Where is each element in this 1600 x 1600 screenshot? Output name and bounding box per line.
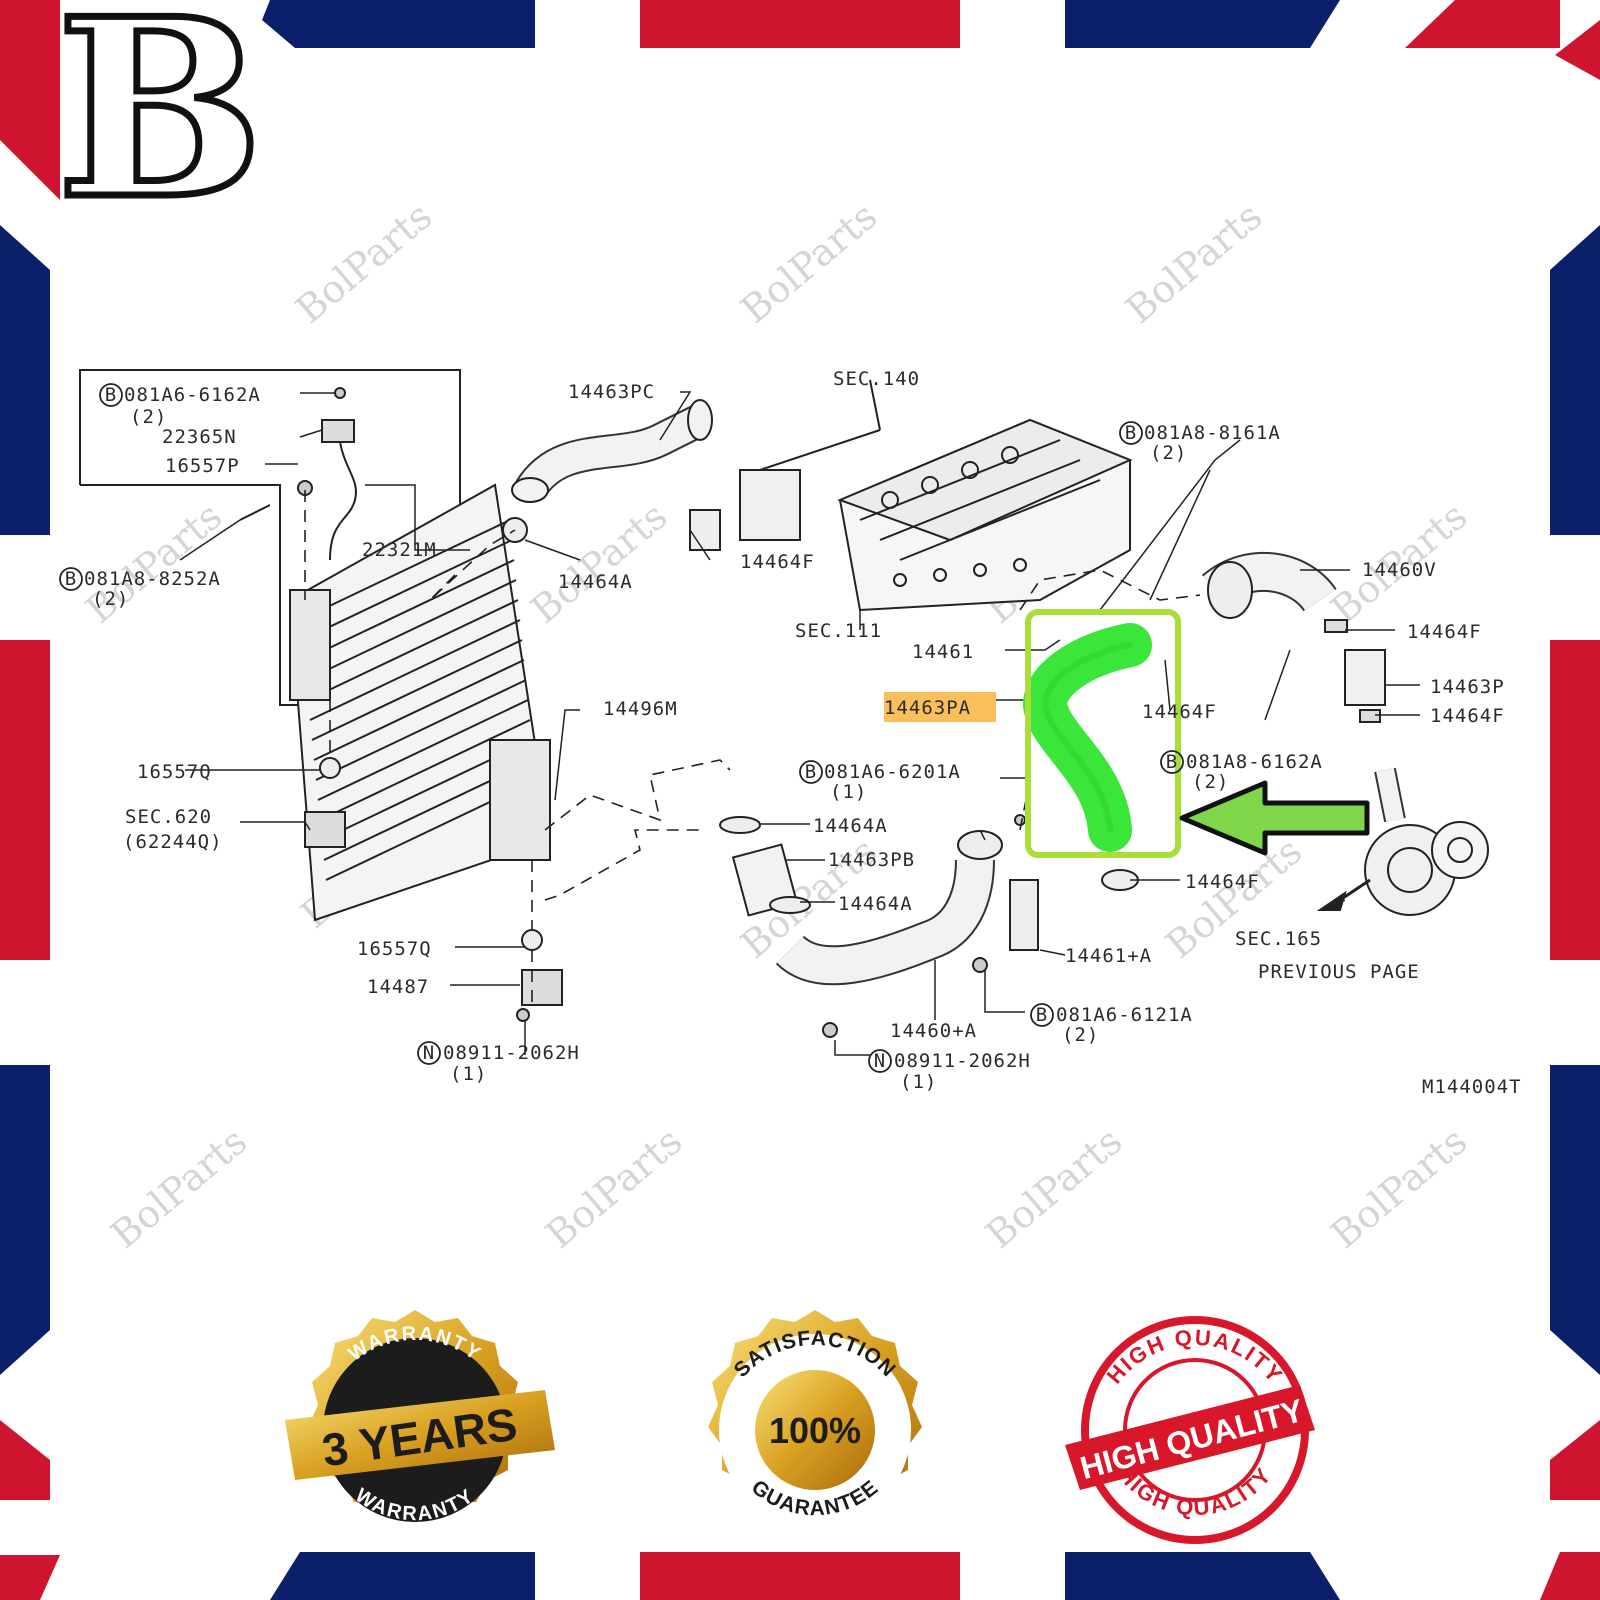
part-number-tag [884, 692, 996, 722]
turbocharger [1364, 767, 1489, 916]
bolt-marker: B [1119, 421, 1143, 445]
svg-text:B: B [1036, 1004, 1048, 1026]
logo-letter: B [56, 0, 263, 253]
label-16557p: 16557P [165, 455, 240, 477]
bolt-marker: B [99, 383, 123, 407]
label-14460v: 14460V [1362, 559, 1437, 581]
intercooler [288, 483, 552, 922]
label-081a8-8161a: 081A8-8161A [1144, 422, 1281, 444]
label-qty: (2) [1150, 442, 1187, 464]
label-14464f: 14464F [1430, 705, 1505, 727]
svg-text:B: B [1166, 751, 1178, 773]
label-081a8-8252a: 081A8-8252A [84, 568, 221, 590]
nut-marker: N [417, 1041, 441, 1065]
label-qty: (2) [1062, 1024, 1099, 1046]
label-qty: (2) [130, 406, 167, 428]
label-sec111: SEC.111 [795, 620, 882, 642]
parts-diagram [79, 369, 1489, 1056]
label-qty: (1) [450, 1063, 487, 1085]
label-08911-2062h: 08911-2062H [443, 1042, 580, 1064]
svg-text:B: B [805, 761, 817, 783]
label-081a6-6201a: 081A6-6201A [824, 761, 961, 783]
label-14464f: 14464F [1142, 701, 1217, 723]
label-qty: (2) [1192, 771, 1229, 793]
label-previous-page: PREVIOUS PAGE [1258, 961, 1420, 983]
label-22321m: 22321M [362, 539, 437, 561]
bolt-marker: B [59, 567, 83, 591]
hose-14460v [1201, 551, 1337, 619]
label-14464a: 14464A [558, 571, 633, 593]
label-62244q: (62244Q) [123, 831, 223, 853]
label-08911-2062h: 08911-2062H [894, 1050, 1031, 1072]
label-14464f: 14464F [1185, 871, 1260, 893]
svg-text:N: N [423, 1042, 435, 1064]
label-081a6-6162a: 081A6-6162A [124, 384, 261, 406]
highlighted-hose-14463pa [1022, 623, 1152, 852]
bolt-marker: B [799, 760, 823, 784]
label-14464f: 14464F [1407, 621, 1482, 643]
logo-letter-inner: B [56, 0, 263, 253]
label-22365n: 22365N [162, 426, 237, 448]
brand-logo: B B [53, 0, 267, 257]
bolt-marker: B [1030, 1003, 1054, 1027]
cylinder-head [689, 379, 1133, 612]
warranty-badge: WARRANTY WARRANTY 3 YEARS [285, 1310, 555, 1525]
label-081a6-6121a: 081A6-6121A [1056, 1004, 1193, 1026]
part-labels: B 081A6-6162A (2) 22365N 16557P 22321M B… [59, 368, 1522, 1098]
drawing-code: M144004T [1422, 1076, 1522, 1098]
label-081a8-6162a: 081A8-6162A [1186, 751, 1323, 773]
label-14463pa: 14463PA [884, 697, 971, 719]
pointer-arrow [1179, 780, 1370, 856]
label-14464f: 14464F [740, 551, 815, 573]
label-sec165: SEC.165 [1235, 928, 1322, 950]
label-14463p: 14463P [1430, 676, 1505, 698]
label-14461: 14461 [912, 641, 974, 663]
bolt-marker: B [1160, 750, 1184, 774]
label-14463pb: 14463PB [828, 849, 915, 871]
pipe-14460a [775, 830, 1003, 986]
label-14463pc: 14463PC [568, 381, 655, 403]
label-16557q: 16557Q [137, 761, 212, 783]
hose-14463pc [511, 399, 713, 503]
label-14464a: 14464A [813, 815, 888, 837]
highlight-frame [1025, 609, 1181, 858]
label-sec620: SEC.620 [125, 806, 212, 828]
svg-text:B: B [1125, 422, 1137, 444]
label-14460a: 14460+A [890, 1020, 977, 1042]
label-16557q: 16557Q [357, 938, 432, 960]
label-14461a: 14461+A [1065, 945, 1152, 967]
label-sec140: SEC.140 [833, 368, 920, 390]
svg-text:B: B [65, 568, 77, 590]
nut-marker: N [868, 1049, 892, 1073]
satisfaction-badge: SATISFACTION GUARANTEE 100% [708, 1310, 922, 1526]
label-qty: (1) [900, 1071, 937, 1093]
svg-text:N: N [874, 1050, 886, 1072]
label-14496m: 14496M [603, 698, 678, 720]
svg-text:B: B [105, 384, 117, 406]
label-qty: (2) [92, 588, 129, 610]
label-qty: (1) [830, 781, 867, 803]
label-14487: 14487 [367, 976, 429, 998]
label-14464a: 14464A [838, 893, 913, 915]
satisfaction-main-text: 100% [769, 1410, 861, 1451]
